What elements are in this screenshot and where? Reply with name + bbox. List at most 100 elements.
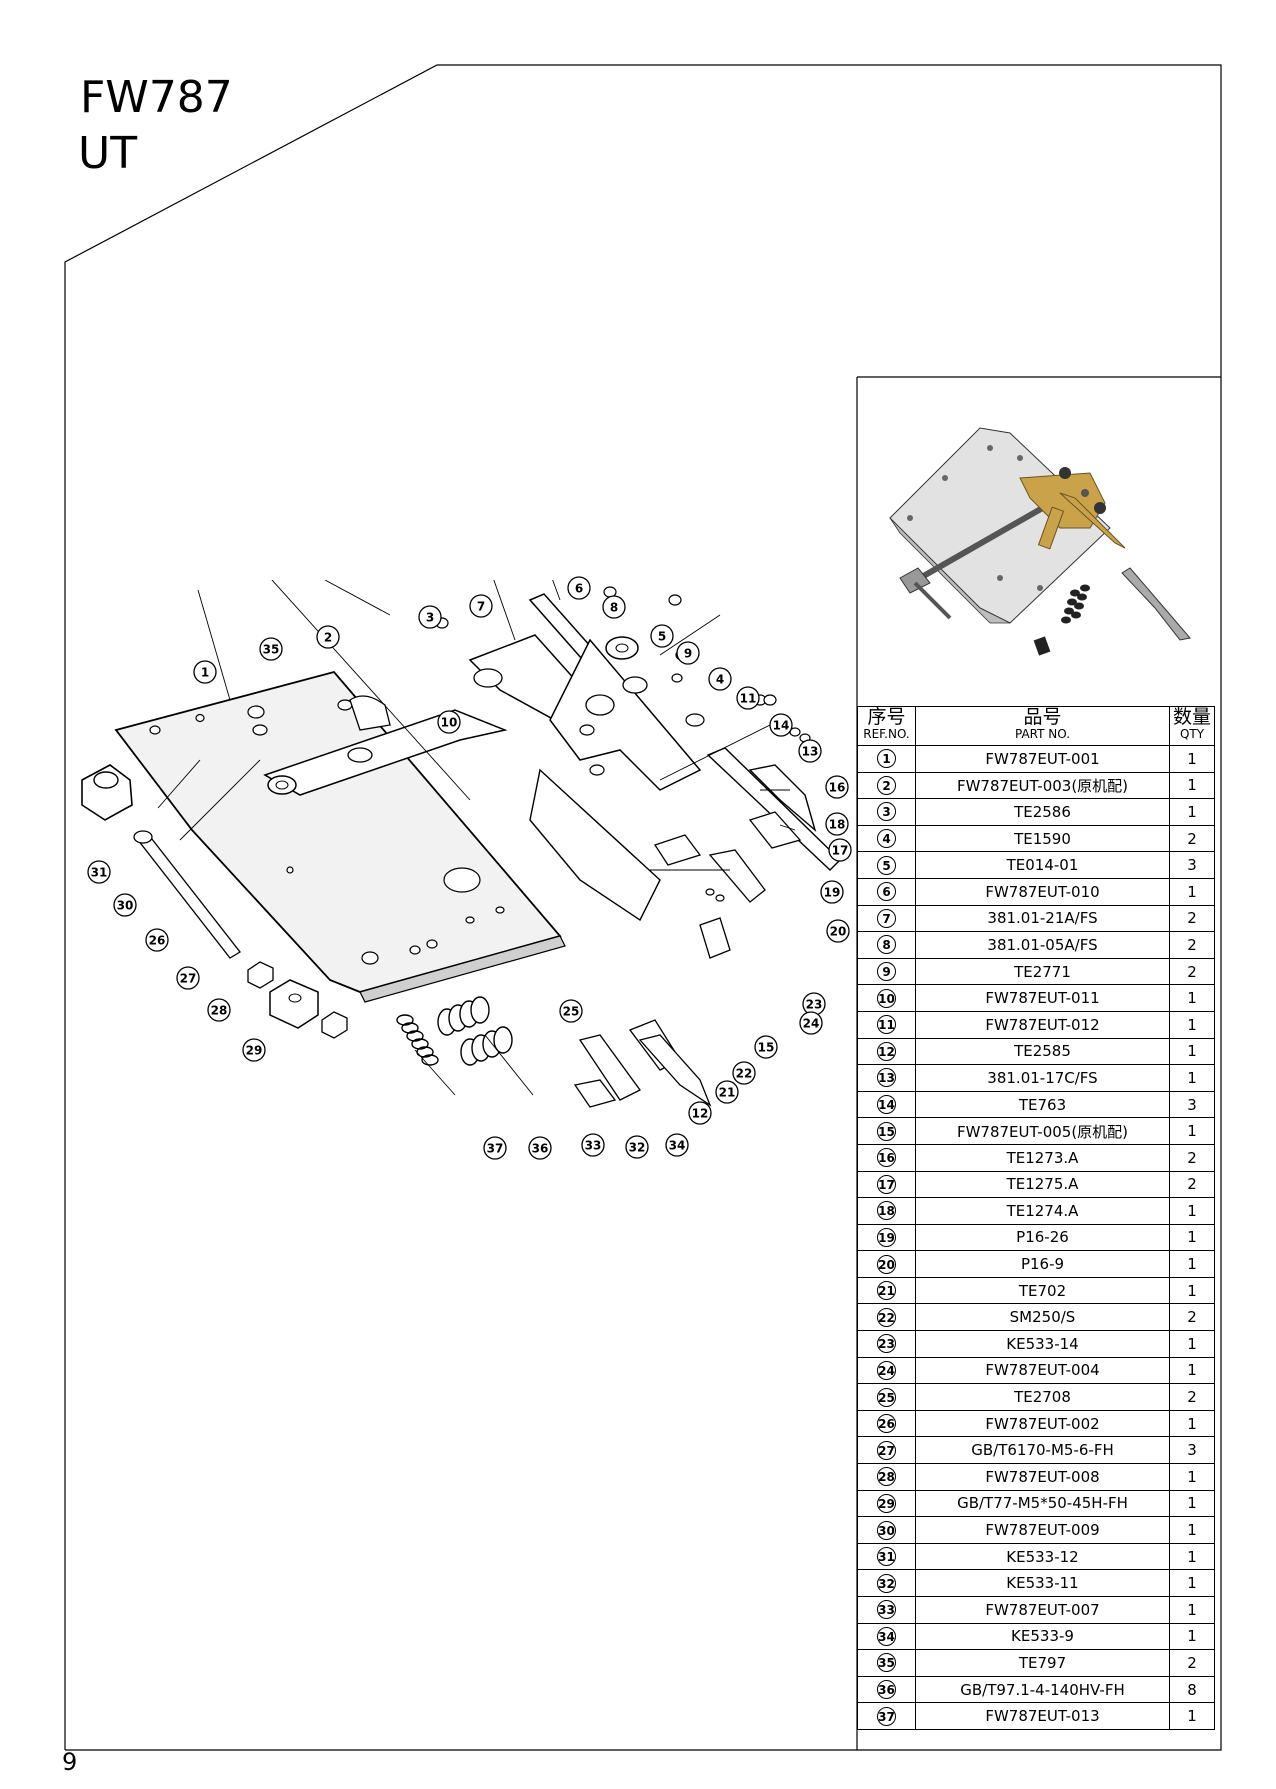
qty-cell: 1	[1169, 1569, 1215, 1597]
part-number-cell: FW787EUT-012	[915, 1010, 1170, 1039]
ref-number-badge: 24	[877, 1360, 896, 1380]
ref-number-badge: 21	[877, 1281, 896, 1301]
ref-number-badge: 15	[877, 1121, 896, 1141]
ref-cell: 14	[857, 1090, 916, 1119]
ref-cell: 29	[857, 1489, 916, 1518]
ref-number-badge: 33	[877, 1600, 896, 1620]
ref-number-badge: 5	[877, 855, 896, 875]
ref-cell: 28	[857, 1463, 916, 1491]
ref-cell: 10	[857, 984, 916, 1012]
part-number-cell: 381.01-21A/FS	[915, 904, 1170, 933]
part-number-cell: P16-26	[915, 1223, 1170, 1252]
knife-blade-icon	[748, 764, 817, 833]
ref-cell: 33	[857, 1596, 916, 1624]
ref-number-badge: 32	[877, 1573, 896, 1593]
part-number-cell: KE533-11	[915, 1569, 1170, 1597]
qty-cell: 2	[1169, 957, 1215, 986]
qty-cell: 1	[1169, 1356, 1215, 1385]
ref-number-badge: 2	[877, 775, 896, 795]
ref-number-badge: 27	[877, 1440, 896, 1460]
ref-cell: 20	[857, 1250, 916, 1278]
cam-plate-icon	[549, 638, 702, 791]
part-number-cell: TE797	[915, 1649, 1170, 1677]
ref-number-badge: 20	[877, 1254, 896, 1274]
square-block-icon	[269, 979, 319, 1029]
qty-cell: 2	[1169, 1170, 1215, 1199]
ref-cell: 24	[857, 1356, 916, 1385]
ref-number-badge: 10	[877, 988, 896, 1008]
ref-cell: 17	[857, 1170, 916, 1199]
ref-cell: 36	[857, 1675, 916, 1704]
part-number-cell: FW787EUT-003(原机配)	[915, 771, 1170, 800]
part-number-cell: GB/T97.1-4-140HV-FH	[915, 1675, 1170, 1704]
ref-cell: 19	[857, 1223, 916, 1252]
qty-cell: 1	[1169, 1276, 1215, 1305]
part-number-cell: FW787EUT-010	[915, 877, 1170, 906]
lower-bracket-icon	[529, 768, 661, 922]
ref-cell: 31	[857, 1542, 916, 1571]
part-number-cell: TE2771	[915, 957, 1170, 986]
qty-cell: 2	[1169, 931, 1215, 959]
ref-cell: 22	[857, 1303, 916, 1332]
ref-cell: 21	[857, 1276, 916, 1305]
ref-cell: 13	[857, 1064, 916, 1092]
part-number-cell: KE533-12	[915, 1542, 1170, 1571]
ref-number-badge: 9	[877, 962, 896, 982]
part-number-cell: TE1274.A	[915, 1197, 1170, 1225]
ref-cell: 25	[857, 1383, 916, 1411]
qty-cell: 1	[1169, 771, 1215, 800]
ref-cell: 32	[857, 1569, 916, 1597]
qty-cell: 2	[1169, 1143, 1215, 1172]
part-number-cell: FW787EUT-009	[915, 1516, 1170, 1544]
ref-cell: 4	[857, 824, 916, 853]
ref-cell: 16	[857, 1143, 916, 1172]
ref-number-badge: 6	[877, 882, 896, 902]
part-number-cell: FW787EUT-002	[915, 1409, 1170, 1438]
part-number-cell: GB/T6170-M5-6-FH	[915, 1436, 1170, 1465]
part-number-cell: P16-9	[915, 1250, 1170, 1278]
hex-nut-icon	[247, 961, 274, 989]
ref-number-badge: 29	[877, 1493, 896, 1513]
ref-cell: 1	[857, 745, 916, 773]
part-number-cell: TE1273.A	[915, 1143, 1170, 1172]
part-number-cell: 381.01-05A/FS	[915, 931, 1170, 959]
ref-cell: 26	[857, 1409, 916, 1438]
qty-cell: 1	[1169, 1702, 1215, 1730]
qty-cell: 1	[1169, 1463, 1215, 1491]
page-number: 9	[62, 1748, 78, 1776]
qty-cell: 1	[1169, 1064, 1215, 1092]
qty-cell: 2	[1169, 904, 1215, 933]
ref-cell: 35	[857, 1649, 916, 1677]
part-number-cell: TE702	[915, 1276, 1170, 1305]
qty-cell: 3	[1169, 1090, 1215, 1119]
part-number-cell: KE533-9	[915, 1622, 1170, 1651]
ref-cell: 9	[857, 957, 916, 986]
ref-number-badge: 17	[877, 1174, 896, 1194]
ref-number-badge: 35	[877, 1653, 896, 1673]
part-number-cell: TE014-01	[915, 851, 1170, 879]
ref-cell: 27	[857, 1436, 916, 1465]
